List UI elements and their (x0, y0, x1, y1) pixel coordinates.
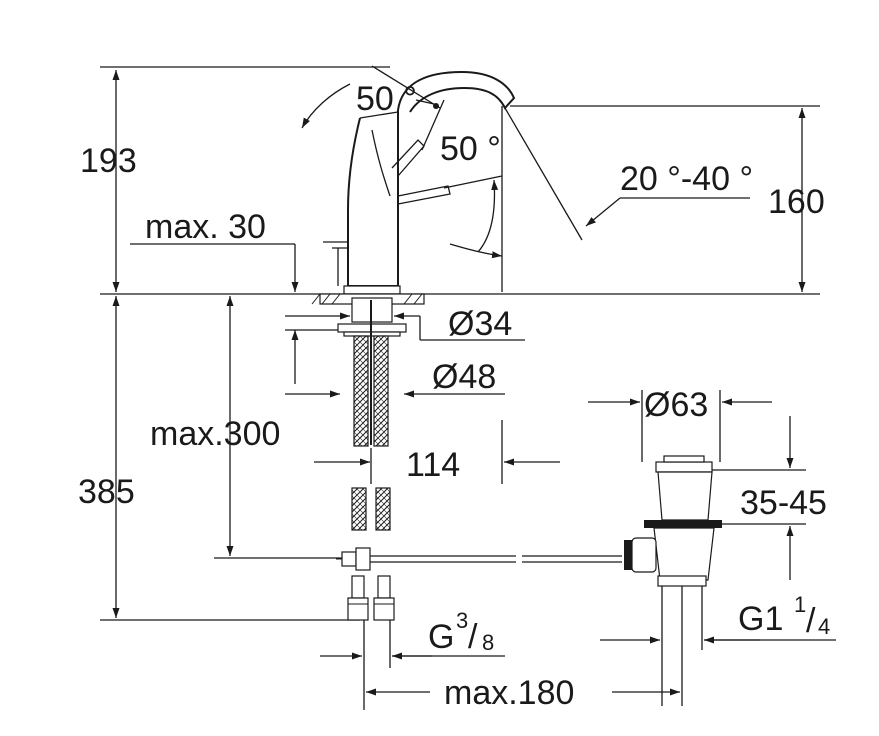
dimension-spout-height: 160 (768, 108, 825, 292)
waste-diameter-label: Ø63 (644, 386, 708, 424)
dimension-spout-reach: 114 (314, 420, 560, 484)
faucet-body (323, 70, 516, 295)
deck-line (100, 66, 820, 295)
supply-thread-denominator: 8 (482, 630, 494, 655)
waste-range-label: 35-45 (740, 484, 827, 522)
dimension-waste-thread: G1 1 / 4 (600, 592, 836, 644)
hole-diameter-label: Ø48 (432, 358, 496, 396)
supply-thread-numerator: 3 (456, 608, 468, 633)
dimension-waste-range: 35-45 (712, 416, 827, 580)
below-deck-height-label: 385 (78, 473, 135, 511)
height-above-deck-label: 193 (80, 142, 137, 180)
spout-swivel-label: 20 °-40 ° (620, 160, 753, 198)
dimension-height: 193 385 (78, 70, 360, 621)
spout-reach-label: 114 (406, 446, 460, 484)
hose-length-label: max.300 (150, 415, 280, 453)
dimension-supply-thread: G 3 / 8 (320, 608, 505, 710)
supply-hoses (347, 300, 395, 621)
spout-swivel: 20 °-40 ° (504, 107, 753, 241)
waste-thread-slash: / (806, 602, 816, 640)
lever-angle-side-label: 50 ° (440, 130, 501, 168)
waste-thread-numerator: 1 (794, 592, 806, 617)
pull-rod (336, 547, 622, 571)
dimension-hose-length: max.300 (150, 296, 350, 559)
dimension-shank-diameters: Ø34 Ø48 (285, 305, 525, 398)
supply-thread-slash: / (468, 618, 478, 656)
spout-height-label: 160 (768, 183, 825, 221)
dimension-waste-diameter: Ø63 (588, 386, 772, 462)
dimension-rod-length: max.180 (366, 586, 683, 712)
waste-valve (624, 455, 722, 706)
supply-thread-label: G (428, 618, 454, 656)
lever-angle-top-label: 50 ° (356, 80, 417, 118)
shank-diameter-label: Ø34 (448, 305, 512, 343)
waste-thread-denominator: 4 (818, 614, 830, 639)
rod-length-label: max.180 (444, 674, 574, 712)
deck-thickness-label: max. 30 (145, 208, 266, 246)
waste-thread-label: G1 (738, 600, 783, 638)
dimension-deck-thickness: max. 30 (130, 208, 340, 384)
lever-angles: 50 ° 50 ° (301, 65, 503, 292)
